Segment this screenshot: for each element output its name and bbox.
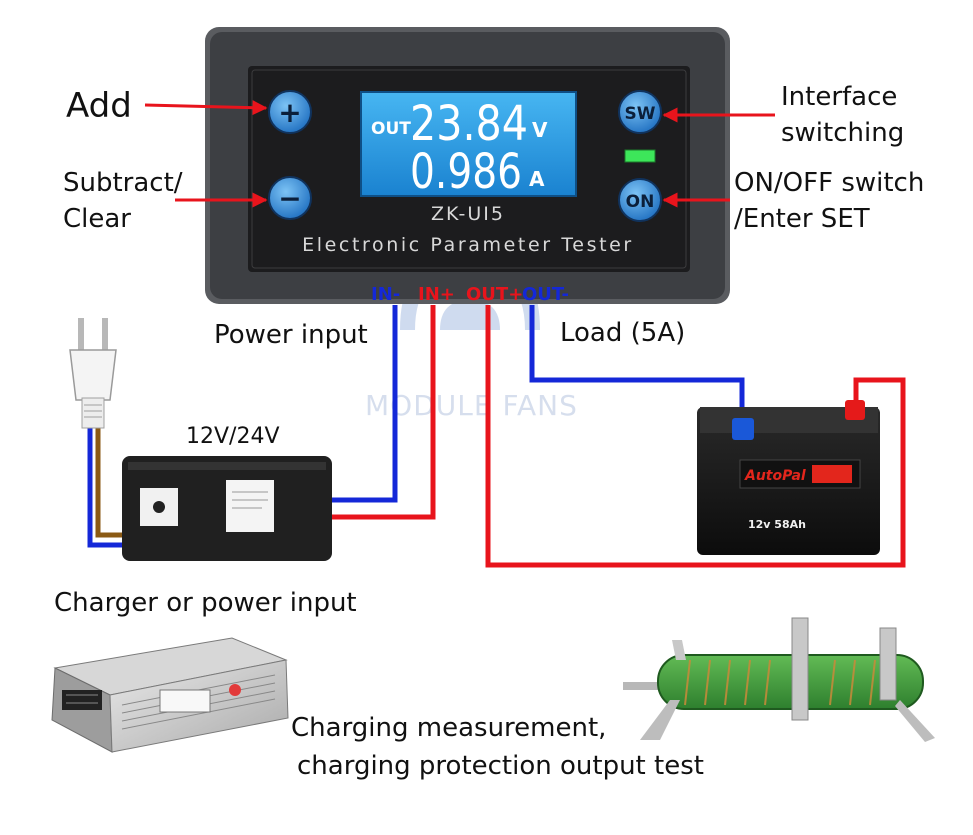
lcd-current-value: 0.986 <box>410 144 522 200</box>
lcd-mode-label: OUT <box>371 119 411 139</box>
subtract-label-line1: Subtract/ <box>63 168 183 198</box>
lcd-current-unit: A <box>529 167 545 191</box>
lcd-display: OUT 23.84 V 0.986 A <box>360 91 577 200</box>
lcd-voltage-value: 23.84 <box>410 96 528 152</box>
terminal-in-neg: IN- <box>371 284 400 305</box>
sw-button-label: SW <box>625 104 656 124</box>
battery-brand: AutoPal <box>744 468 806 484</box>
plug-wire-blue <box>87 425 125 548</box>
battery-spec: 12v 58Ah <box>748 518 806 531</box>
power-supply-unit <box>51 637 289 753</box>
add-arrow <box>144 100 268 116</box>
output-negative-wire <box>529 305 745 430</box>
interface-label-line2: switching <box>781 118 905 148</box>
charger <box>122 456 332 561</box>
mains-plug <box>69 318 117 429</box>
status-led <box>624 149 656 163</box>
load-label: Load (5A) <box>560 318 686 348</box>
wires <box>87 305 906 568</box>
on-button[interactable]: ON <box>618 178 662 222</box>
watermark-text: MODULE FANS <box>365 389 578 422</box>
power-resistor <box>623 617 935 742</box>
subtract-button[interactable]: − <box>268 176 312 220</box>
add-button[interactable]: + <box>268 90 312 134</box>
plus-icon: + <box>278 96 301 129</box>
plug-wire-brown <box>95 425 125 538</box>
add-label: Add <box>66 86 132 126</box>
lcd-voltage-unit: V <box>532 118 548 142</box>
device-model-label: ZK-UI5 <box>431 203 505 225</box>
sw-button[interactable]: SW <box>618 90 662 134</box>
onoff-label-line2: /Enter SET <box>734 204 870 234</box>
power-input-label: Power input <box>214 320 368 350</box>
on-button-label: ON <box>626 192 655 212</box>
terminal-out-pos: OUT+ <box>466 284 523 305</box>
zk-ui5-module: OUT 23.84 V 0.986 A ZK-UI5 Electronic Pa… <box>205 27 730 304</box>
input-positive-wire <box>325 305 436 520</box>
output-positive-wire <box>485 305 906 568</box>
device-subtitle-label: Electronic Parameter Tester <box>302 234 634 256</box>
terminal-labels: IN- IN+ OUT+ OUT- <box>371 284 569 305</box>
charging-label-line1: Charging measurement, <box>291 713 607 743</box>
annotation-arrows <box>144 100 775 208</box>
terminal-in-pos: IN+ <box>418 284 455 305</box>
onoff-label-line1: ON/OFF switch <box>734 168 925 198</box>
minus-icon: − <box>278 182 301 215</box>
terminal-out-neg: OUT- <box>522 284 569 305</box>
interface-label-line1: Interface <box>781 82 898 112</box>
input-negative-wire <box>325 305 398 503</box>
charger-label: Charger or power input <box>54 588 357 618</box>
charging-label-line2: charging protection output test <box>297 751 704 781</box>
subtract-label-line2: Clear <box>63 204 131 234</box>
voltage-select-label: 12V/24V <box>186 424 280 449</box>
car-battery: AutoPal 12v 58Ah <box>697 400 880 555</box>
